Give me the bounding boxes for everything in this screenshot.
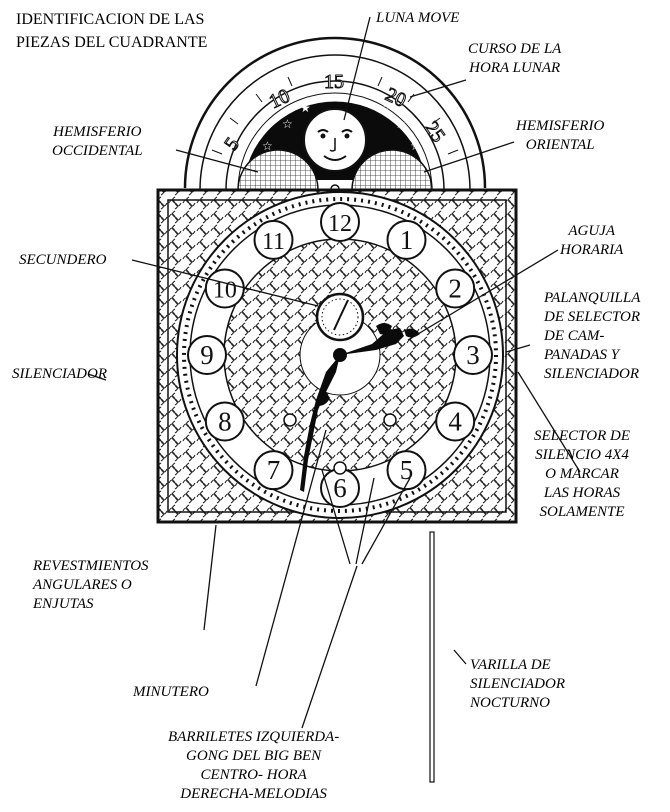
- hour-numeral: 3: [466, 340, 480, 370]
- silencer-rod: [430, 532, 434, 782]
- hour-numeral: 9: [200, 340, 214, 370]
- label-luna-move: LUNA MOVE: [376, 9, 459, 28]
- hour-numeral: 7: [267, 455, 281, 485]
- hour-numeral: 2: [448, 274, 462, 304]
- label-varilla: VARILLA DE SILENCIADOR NOCTURNO: [470, 656, 565, 713]
- hour-numeral: 8: [218, 407, 232, 437]
- svg-text:☆: ☆: [410, 139, 421, 153]
- label-hemisferio-occidental: HEMISFERIO OCCIDENTAL: [52, 123, 143, 161]
- svg-text:☆: ☆: [282, 117, 293, 131]
- label-palanquilla: PALANQUILLA DE SELECTOR DE CAM- PANADAS …: [544, 289, 640, 384]
- label-selector: SELECTOR DE SILENCIO 4X4 O MARCAR LAS HO…: [534, 427, 630, 522]
- label-curso: CURSO DE LA HORA LUNAR: [468, 40, 561, 78]
- label-silenciador: SILENCIADOR: [12, 365, 107, 384]
- hour-numeral: 6: [333, 473, 347, 503]
- label-hemisferio-oriental: HEMISFERIO ORIENTAL: [516, 117, 604, 155]
- label-minutero: MINUTERO: [133, 683, 209, 702]
- hour-numeral: 5: [400, 455, 414, 485]
- hour-numeral: 12: [328, 211, 352, 237]
- hour-numeral: 1: [400, 225, 414, 255]
- label-aguja-horaria: AGUJA HORARIA: [560, 222, 623, 260]
- svg-text:★: ★: [300, 101, 311, 115]
- hour-numeral: 11: [262, 229, 285, 255]
- moon-arch: ☆☆★ ☆☆★ ☆☆: [185, 38, 485, 193]
- label-secundero: SECUNDERO: [19, 251, 107, 270]
- label-barriletes: BARRILETES IZQUIERDA- GONG DEL BIG BEN C…: [168, 728, 339, 804]
- seconds-subdial: [317, 294, 363, 340]
- moon-face: [304, 109, 366, 171]
- svg-text:★: ★: [395, 117, 406, 131]
- label-revestimientos: REVESTMIENTOS ANGULARES O ENJUTAS: [33, 557, 149, 614]
- lunar-number: 15: [324, 71, 344, 93]
- hour-numeral: 4: [448, 407, 462, 437]
